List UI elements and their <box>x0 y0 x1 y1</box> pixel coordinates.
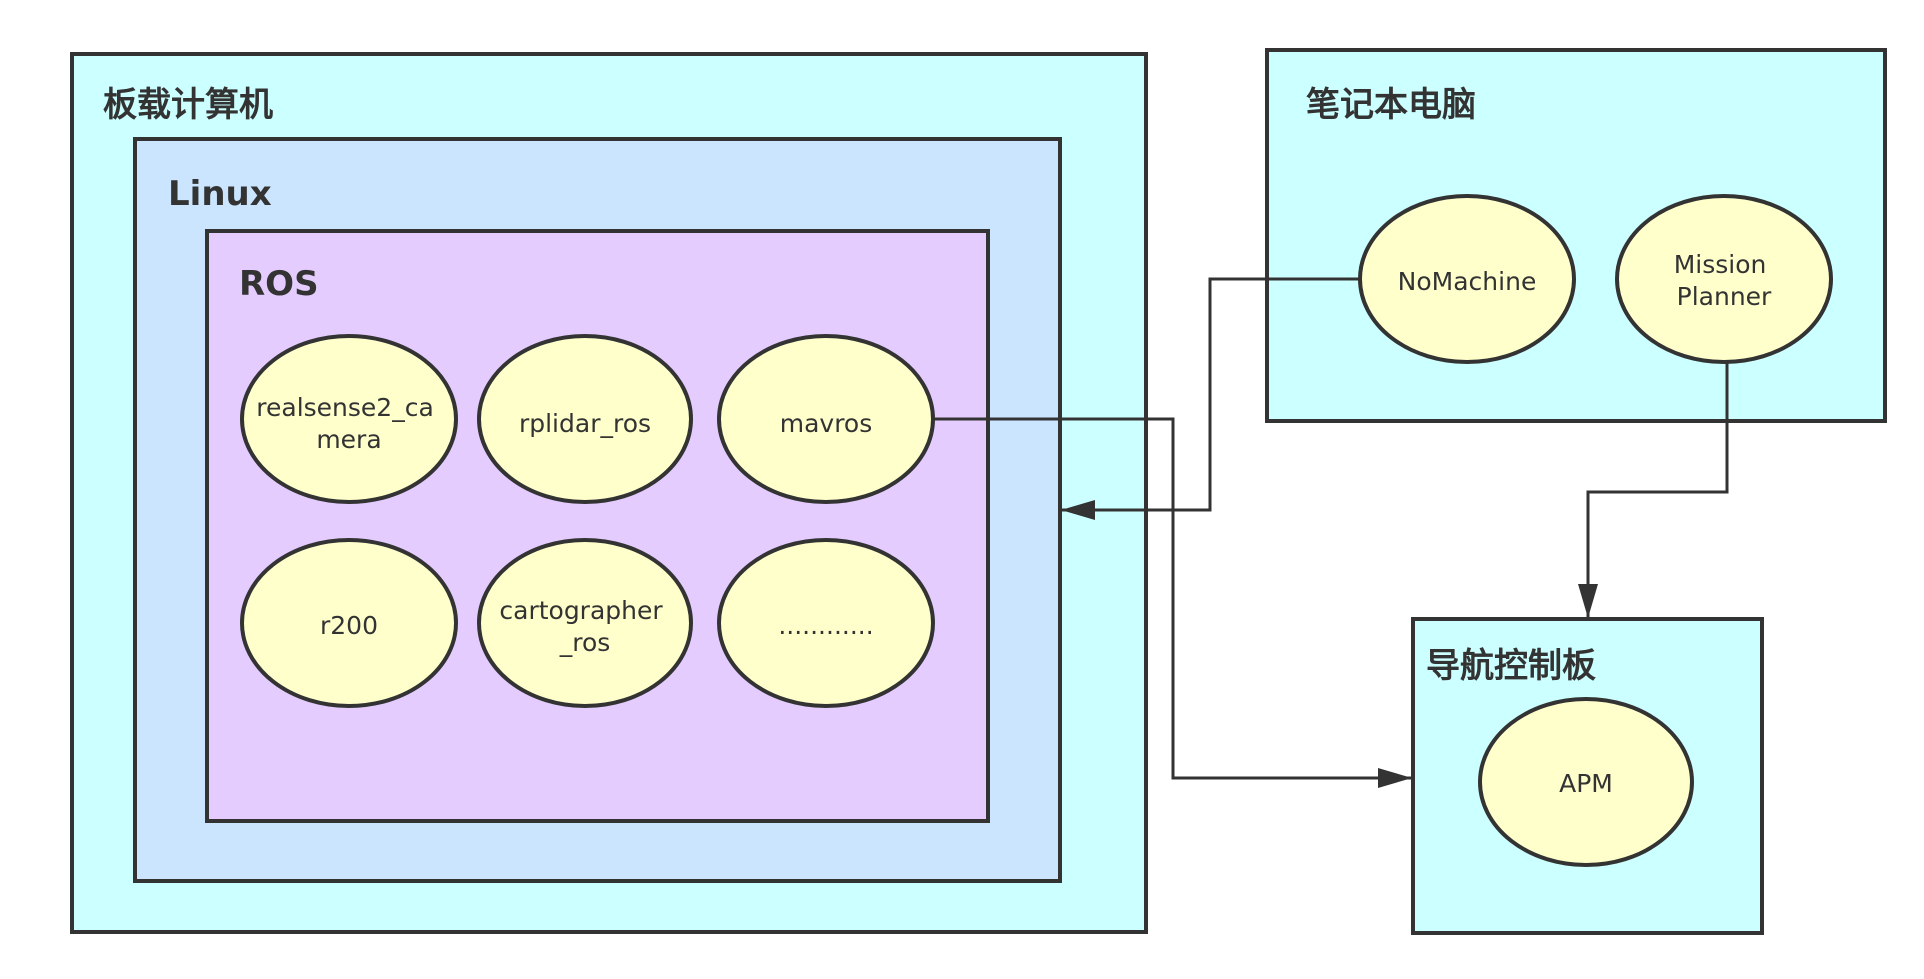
node-ellipse <box>717 334 935 504</box>
node-label: APM <box>1559 769 1613 798</box>
node-mavros[interactable]: mavros <box>717 334 935 504</box>
node-label-line: Planner <box>1677 282 1772 311</box>
connector-mission-planner-to-flight-controller <box>1578 362 1729 618</box>
node-ellipse <box>1358 194 1576 364</box>
node-label-line: mavros <box>780 409 873 438</box>
node-cartographer-ros[interactable]: cartographer _ros <box>477 538 693 708</box>
node-mission-planner[interactable]: Mission Planner <box>1615 194 1833 364</box>
node-ellipse <box>477 538 693 708</box>
node-ellipse <box>477 334 693 504</box>
linux-title: Linux <box>168 174 272 214</box>
connector-nomachine-to-linux <box>1061 277 1360 520</box>
node-label: r200 <box>320 611 378 640</box>
node-label-line: cartographer <box>499 596 663 625</box>
flight-controller-title: 导航控制板 <box>1426 646 1596 686</box>
node-label-line: rplidar_ros <box>519 409 651 438</box>
node-ellipse <box>717 538 935 708</box>
ros-box <box>205 229 990 823</box>
node-realsense2-camera[interactable]: realsense2_ca mera <box>240 334 458 504</box>
node-label: realsense2_ca mera <box>256 393 441 454</box>
onboard-computer-title: 板载计算机 <box>103 85 273 125</box>
container-laptop: 笔记本电脑 <box>1265 48 1887 423</box>
connector-mavros-to-flight-controller <box>934 417 1412 788</box>
container-ros: ROS <box>205 229 990 823</box>
node-label-line: realsense2_ca <box>256 393 434 422</box>
node-label-line: _ros <box>559 628 611 657</box>
node-label: NoMachine <box>1398 267 1537 296</box>
node-label-line: Mission <box>1674 250 1767 279</box>
laptop-title: 笔记本电脑 <box>1306 85 1476 125</box>
node-label: cartographer _ros <box>499 596 670 657</box>
node-label-line: ............ <box>778 611 873 640</box>
node-label: ............ <box>778 611 873 640</box>
node-ellipse <box>240 538 458 708</box>
node-ellipse <box>1478 697 1694 867</box>
node-label-line: NoMachine <box>1398 267 1537 296</box>
node-apm[interactable]: APM <box>1478 697 1694 867</box>
node-rplidar-ros[interactable]: rplidar_ros <box>477 334 693 504</box>
node-ellipse <box>1615 194 1833 364</box>
node-r200[interactable]: r200 <box>240 538 458 708</box>
node-label-line: mera <box>316 425 381 454</box>
node-more[interactable]: ............ <box>717 538 935 708</box>
node-label-line: APM <box>1559 769 1613 798</box>
node-nomachine[interactable]: NoMachine <box>1358 194 1576 364</box>
node-ellipse <box>240 334 458 504</box>
node-label: mavros <box>780 409 873 438</box>
node-label: Mission Planner <box>1674 250 1775 311</box>
node-label: rplidar_ros <box>519 409 651 438</box>
connectors <box>934 277 1729 788</box>
node-label-line: r200 <box>320 611 378 640</box>
ros-title: ROS <box>239 264 319 304</box>
